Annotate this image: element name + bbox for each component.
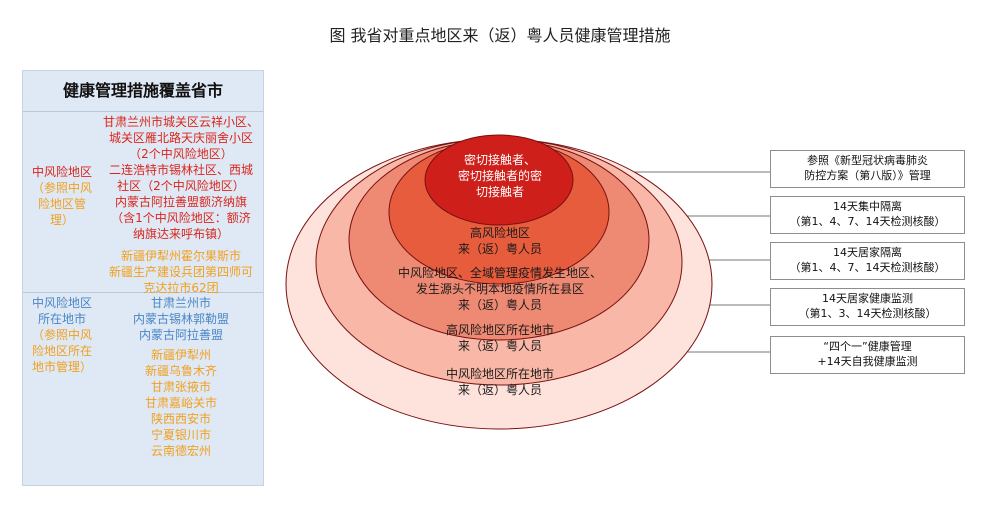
medium-risk-city-label: 中风险地区所在地市 （参照中风险地区所在地市管理） bbox=[25, 295, 99, 375]
medium-risk-area-item: 二连浩特市锡林社区、西城 bbox=[108, 163, 253, 177]
medium-risk-area-item: 纳旗达来呼布镇） bbox=[132, 227, 229, 241]
medium-risk-area-item: 内蒙古阿拉善盟额济纳旗 bbox=[114, 195, 247, 209]
medium-risk-label: 中风险地区 （参照中风险地区管理） bbox=[25, 164, 99, 228]
ring-label-high-risk-area: 高风险地区来（返）粤人员 bbox=[457, 226, 542, 256]
risk-rings bbox=[285, 134, 713, 430]
reference-area-item: 新疆伊犁州霍尔果斯市 bbox=[120, 249, 241, 263]
medium-risk-area-item: 城关区雁北路天庆丽舍小区 bbox=[108, 131, 253, 145]
reference-city-item: 新疆乌鲁木齐 bbox=[144, 364, 217, 378]
ring-label-close-contacts: 密切接触者、密切接触者的密切接触者 bbox=[457, 153, 542, 199]
medium-risk-area-item: （2个中风险地区） bbox=[129, 147, 233, 161]
reference-city-item: 甘肃张掖市 bbox=[150, 380, 211, 394]
ring-close-contacts bbox=[424, 134, 574, 226]
coverage-table-header: 健康管理措施覆盖省市 bbox=[23, 71, 263, 112]
medium-risk-city-item: 甘肃兰州市 bbox=[150, 296, 211, 310]
medium-risk-area-item: 社区（2个中风险地区） bbox=[117, 179, 245, 193]
ring-label-medium-risk-city: 中风险地区所在地市来（返）粤人员 bbox=[445, 367, 554, 397]
measure-box-self-monitoring: “四个一”健康管理+14天自我健康监测 bbox=[770, 336, 965, 374]
medium-risk-city-item: 内蒙古锡林郭勒盟 bbox=[132, 312, 229, 326]
coverage-table: 健康管理措施覆盖省市 中风险地区 （参照中风险地区管理） 甘肃兰州市城关区云祥小… bbox=[22, 70, 264, 486]
reference-city-item: 甘肃嘉峪关市 bbox=[144, 396, 217, 410]
medium-risk-label-text: 中风险地区 bbox=[31, 165, 92, 179]
medium-risk-area-item: 甘肃兰州市城关区云祥小区、 bbox=[102, 115, 259, 129]
reference-city-item: 陕西西安市 bbox=[150, 412, 211, 426]
medium-risk-city-values: 甘肃兰州市内蒙古锡林郭勒盟内蒙古阿拉善盟 新疆伊犁州新疆乌鲁木齐甘肃张掖市甘肃嘉… bbox=[101, 295, 261, 459]
reference-city-item: 新疆伊犁州 bbox=[150, 348, 211, 362]
reference-city-item: 云南德宏州 bbox=[150, 444, 211, 458]
reference-city-item: 宁夏银川市 bbox=[150, 428, 211, 442]
reference-area-item: 新疆生产建设兵团第四师可 bbox=[108, 265, 253, 279]
diagram-title: 图 我省对重点地区来（返）粤人员健康管理措施 bbox=[329, 26, 671, 45]
ring-label-medium-risk-area: 中风险地区、全域管理疫情发生地区、发生源头不明本地疫情所在县区来（返）粤人员 bbox=[397, 266, 602, 312]
ring-label-high-risk-city: 高风险地区所在地市来（返）粤人员 bbox=[445, 323, 554, 353]
medium-risk-city-label-text: 中风险地区所在地市 bbox=[31, 296, 92, 326]
medium-risk-city-reference-text: （参照中风险地区所在地市管理） bbox=[31, 328, 92, 374]
measure-box-home-quarantine: 14天居家隔离（第1、4、7、14天检测核酸） bbox=[770, 242, 965, 280]
measure-box-close-contacts: 参照《新型冠状病毒肺炎防控方案（第八版）》管理 bbox=[770, 150, 965, 188]
reference-area-item: 克达拉市62团 bbox=[143, 281, 219, 295]
medium-risk-section: 中风险地区 （参照中风险地区管理） 甘肃兰州市城关区云祥小区、城关区雁北路天庆丽… bbox=[23, 112, 263, 296]
medium-risk-values: 甘肃兰州市城关区云祥小区、城关区雁北路天庆丽舍小区 （2个中风险地区） 二连浩特市锡… bbox=[101, 114, 261, 296]
medium-risk-city-section: 中风险地区所在地市 （参照中风险地区所在地市管理） 甘肃兰州市内蒙古锡林郭勒盟内… bbox=[23, 293, 263, 487]
medium-risk-city-item: 内蒙古阿拉善盟 bbox=[138, 328, 223, 342]
medium-risk-area-item: （含1个中风险地区：额济 bbox=[111, 211, 251, 225]
medium-risk-reference-text: （参照中风险地区管理） bbox=[31, 181, 92, 227]
measure-box-centralized-quarantine: 14天集中隔离（第1、4、7、14天检测核酸） bbox=[770, 196, 965, 234]
measure-box-home-health-monitoring: 14天居家健康监测（第1、3、14天检测核酸） bbox=[770, 288, 965, 326]
